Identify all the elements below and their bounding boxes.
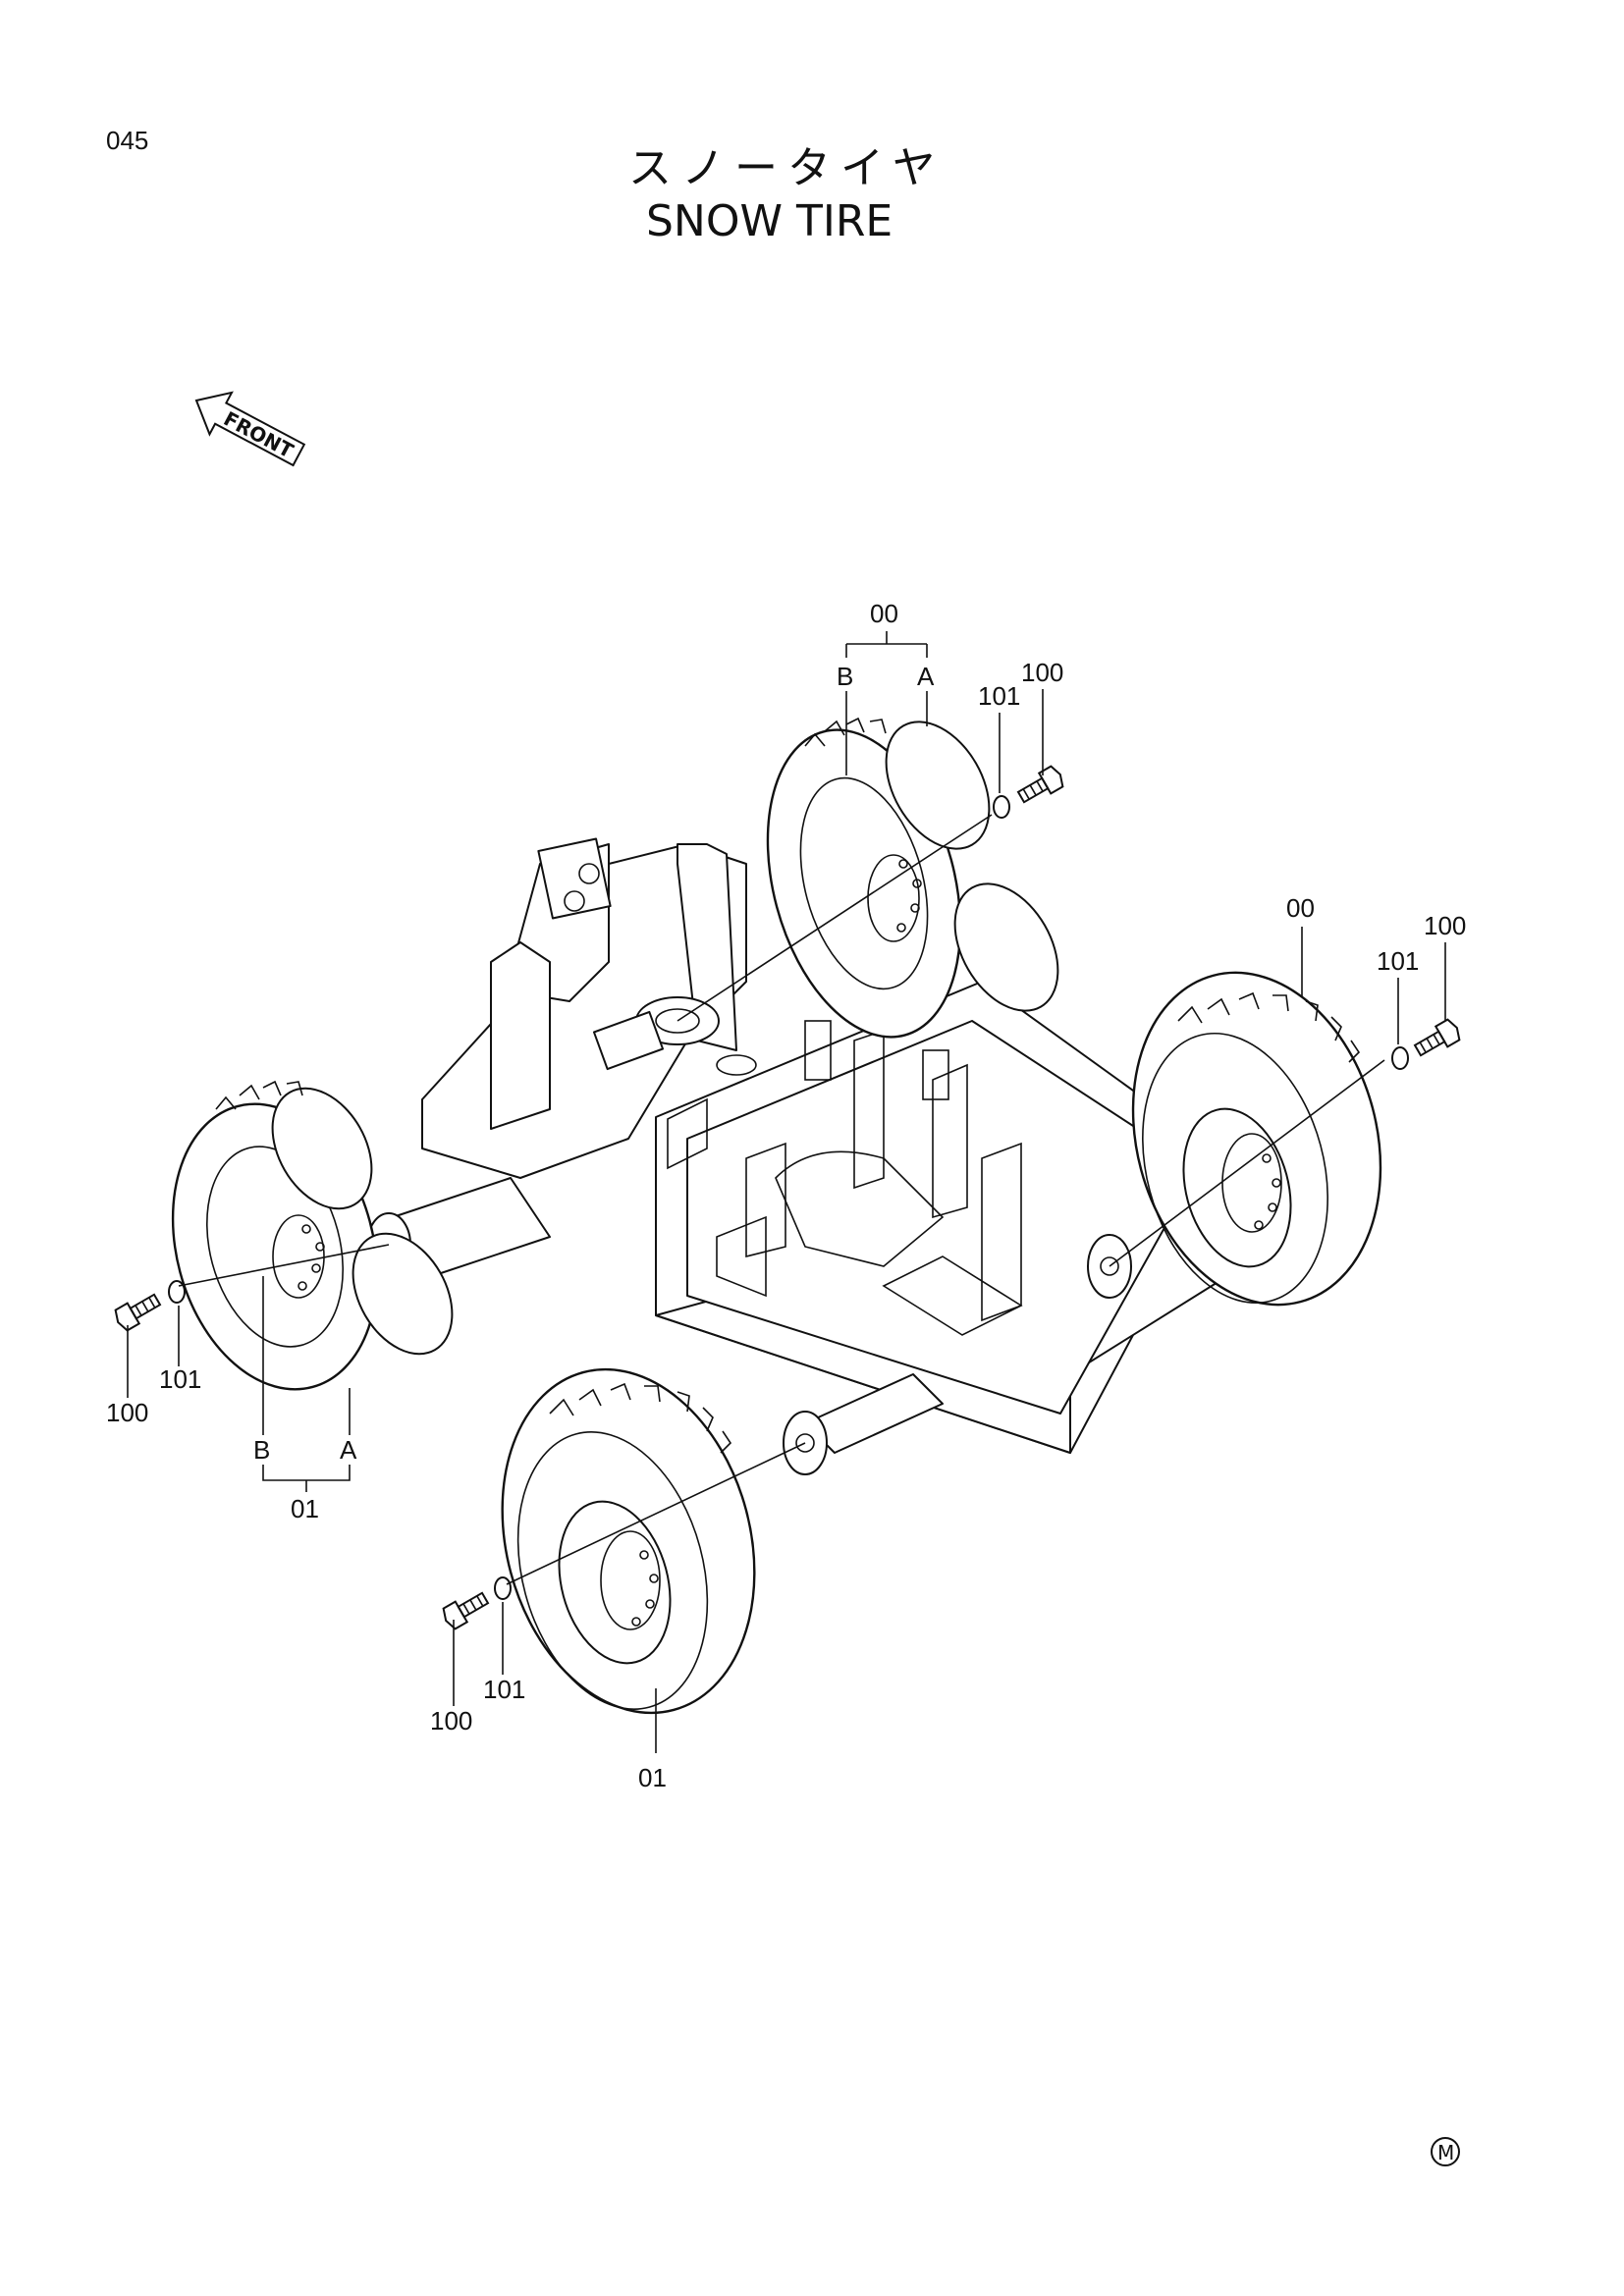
callout-01-right-washer-101: 101	[483, 1675, 525, 1704]
bolt-icon	[114, 1293, 162, 1332]
bolt-icon	[1016, 765, 1064, 804]
tire-00-right	[1131, 971, 1382, 1307]
callout-01-bolt-100: 100	[106, 1398, 148, 1427]
page-number: 045	[106, 126, 148, 155]
leader-line-01-left	[178, 1244, 390, 1287]
title-japanese: スノータイヤ	[628, 143, 946, 193]
washer-icon	[993, 795, 1010, 819]
callout-00-b: B	[837, 662, 853, 691]
callout-00-right-washer-101: 101	[1377, 946, 1419, 976]
bolt-icon	[442, 1591, 490, 1630]
snow-tire-00-split	[766, 717, 1059, 1039]
bolt-icon	[1413, 1018, 1461, 1057]
callout-01-group: 01	[291, 1494, 319, 1523]
washer-icon	[1391, 1046, 1409, 1070]
title-english: SNOW TIRE	[646, 196, 893, 246]
leader-line-01-right	[506, 1442, 806, 1585]
callout-00-group: 00	[870, 599, 898, 628]
washer-icon	[494, 1576, 512, 1600]
callout-01-b: B	[253, 1435, 270, 1465]
callout-00-a: A	[917, 662, 935, 691]
callout-01-right-bolt-100: 100	[430, 1706, 472, 1735]
callout-00-washer-101: 101	[978, 681, 1020, 711]
leader-line-00-right	[1109, 1059, 1385, 1267]
washer-icon	[168, 1280, 186, 1304]
machine-frame	[366, 837, 1228, 1475]
callout-01-right-group: 01	[638, 1763, 667, 1792]
m-mark-icon: M	[1431, 2137, 1460, 2166]
snow-tire-01-split	[171, 1080, 454, 1391]
front-arrow-icon: FRONT	[194, 391, 306, 467]
leader-line-00-left	[677, 814, 993, 1022]
callout-01-a: A	[340, 1435, 357, 1465]
callout-01-washer-101: 101	[159, 1364, 201, 1394]
callout-00-bolt-100: 100	[1021, 658, 1063, 687]
callout-00-right-bolt-100: 100	[1424, 911, 1466, 940]
tire-01-front	[501, 1367, 756, 1715]
mark-letter: M	[1437, 2141, 1454, 2164]
callout-00-right-group: 00	[1286, 893, 1315, 923]
